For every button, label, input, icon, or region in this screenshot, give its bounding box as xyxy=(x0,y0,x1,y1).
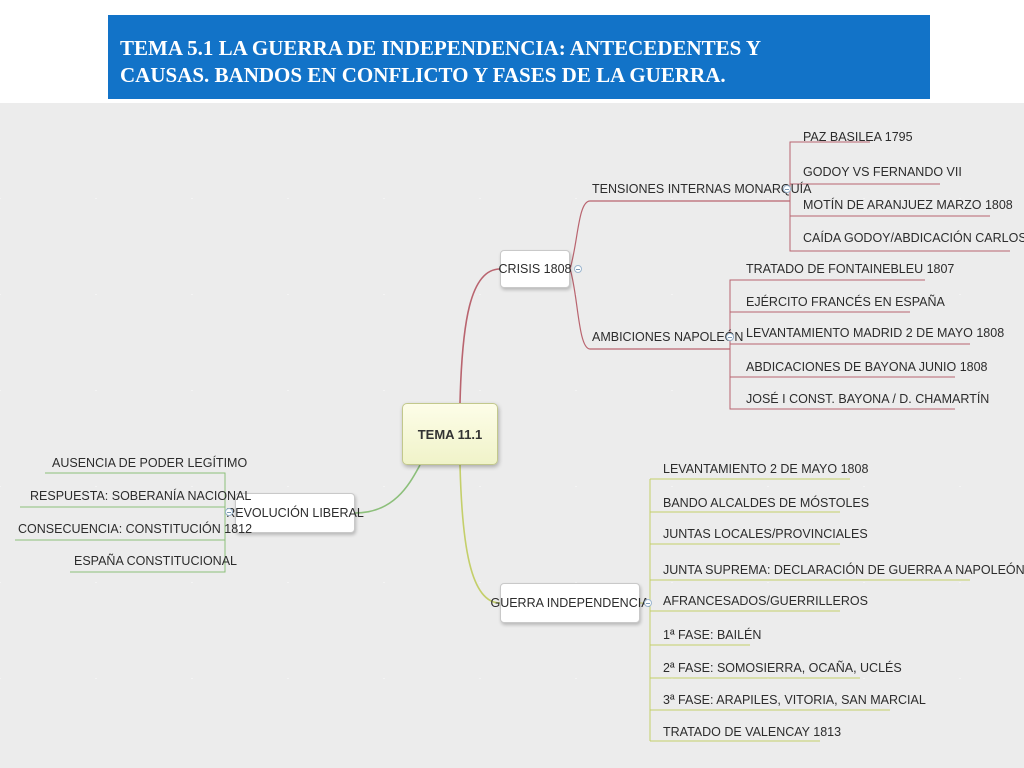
link-crisis-ambiciones xyxy=(569,268,730,350)
guerra-item[interactable]: 1ª FASE: BAILÉN xyxy=(663,628,762,642)
guerra-item[interactable]: 2ª FASE: SOMOSIERRA, OCAÑA, UCLÉS xyxy=(663,661,902,675)
guerra-node-label: GUERRA INDEPENDENCIA xyxy=(490,596,650,610)
central-topic[interactable]: TEMA 11.1 xyxy=(402,403,498,465)
ambiciones-item[interactable]: TRATADO DE FONTAINEBLEU 1807 xyxy=(746,262,955,276)
link-crisis-tensiones xyxy=(569,200,790,270)
guerra-item[interactable]: JUNTA SUPREMA: DECLARACIÓN DE GUERRA A N… xyxy=(663,563,1024,577)
title-line-1: TEMA 5.1 LA GUERRA DE INDEPENDENCIA: ANT… xyxy=(120,36,761,60)
crisis-node-label: CRISIS 1808 xyxy=(498,262,572,276)
link-ambiciones-leaves xyxy=(729,279,970,410)
guerra-item[interactable]: BANDO ALCALDES DE MÓSTOLES xyxy=(663,496,870,510)
revolucion-node[interactable]: REVOLUCIÓN LIBERAL xyxy=(226,493,364,533)
link-central-revolucion xyxy=(354,464,421,514)
guerra-item[interactable]: AFRANCESADOS/GUERRILLEROS xyxy=(663,594,868,608)
slide-title: TEMA 5.1 LA GUERRA DE INDEPENDENCIA: ANT… xyxy=(108,15,930,99)
tensiones-item[interactable]: PAZ BASILEA 1795 xyxy=(803,130,913,144)
tensiones-node[interactable]: TENSIONES INTERNAS MONARQUÍA xyxy=(592,182,812,196)
connector-lines xyxy=(15,141,1010,742)
guerra-item[interactable]: TRATADO DE VALENCAY 1813 xyxy=(663,725,842,739)
ambiciones-node[interactable]: AMBICIONES NAPOLEÓN xyxy=(592,330,744,344)
revolucion-item[interactable]: RESPUESTA: SOBERANÍA NACIONAL xyxy=(30,489,252,503)
guerra-item[interactable]: 3ª FASE: ARAPILES, VITORIA, SAN MARCIAL xyxy=(663,693,926,707)
revolucion-item[interactable]: ESPAÑA CONSTITUCIONAL xyxy=(74,554,237,568)
revolucion-item[interactable]: AUSENCIA DE PODER LEGÍTIMO xyxy=(52,456,248,470)
tensiones-item[interactable]: GODOY VS FERNANDO VII xyxy=(803,165,962,179)
revolucion-item[interactable]: CONSECUENCIA: CONSTITUCIÓN 1812 xyxy=(18,522,253,536)
guerra-item[interactable]: LEVANTAMIENTO 2 DE MAYO 1808 xyxy=(663,462,869,476)
guerra-item[interactable]: JUNTAS LOCALES/PROVINCIALES xyxy=(663,527,868,541)
link-revolucion-leaves xyxy=(15,472,226,573)
collapse-icon[interactable] xyxy=(726,333,734,341)
link-central-crisis xyxy=(459,268,501,404)
mind-map: TEMA 11.1 CRISIS 1808 TENSIONES INTERNAS… xyxy=(0,103,1024,768)
tensiones-item[interactable]: CAÍDA GODOY/ABDICACIÓN CARLOS IV xyxy=(803,231,1024,245)
central-topic-label: TEMA 11.1 xyxy=(417,426,483,442)
link-central-guerra xyxy=(459,464,501,604)
collapse-icon[interactable] xyxy=(783,185,791,193)
link-tensiones-leaves xyxy=(789,141,1010,252)
guerra-node[interactable]: GUERRA INDEPENDENCIA xyxy=(490,583,650,623)
tensiones-item[interactable]: MOTÍN DE ARANJUEZ MARZO 1808 xyxy=(803,198,1013,212)
ambiciones-item[interactable]: LEVANTAMIENTO MADRID 2 DE MAYO 1808 xyxy=(746,326,1005,340)
ambiciones-item[interactable]: ABDICACIONES DE BAYONA JUNIO 1808 xyxy=(746,360,988,374)
ambiciones-item[interactable]: EJÉRCITO FRANCÉS EN ESPAÑA xyxy=(746,295,945,309)
collapse-icon[interactable] xyxy=(225,508,233,516)
title-line-2: CAUSAS. BANDOS EN CONFLICTO Y FASES DE L… xyxy=(120,63,726,87)
crisis-node[interactable]: CRISIS 1808 xyxy=(498,250,572,288)
collapse-icon[interactable] xyxy=(574,265,582,273)
revolucion-node-label: REVOLUCIÓN LIBERAL xyxy=(226,506,364,520)
ambiciones-item[interactable]: JOSÉ I CONST. BAYONA / D. CHAMARTÍN xyxy=(746,392,990,406)
collapse-icon[interactable] xyxy=(644,599,652,607)
